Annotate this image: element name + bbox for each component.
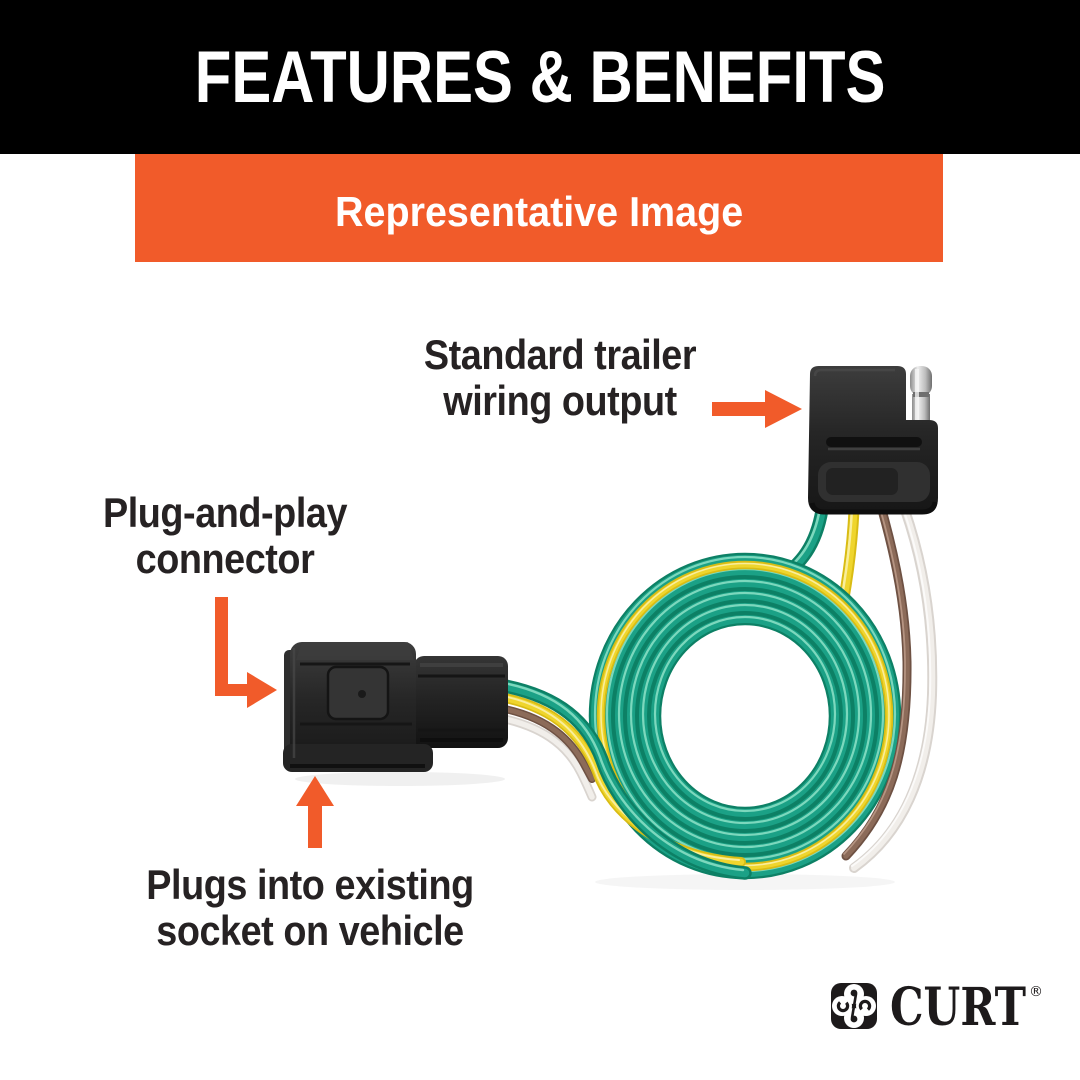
coil-shadow <box>595 874 895 890</box>
trailer-connector <box>808 366 938 515</box>
vehicle-connector <box>283 642 508 772</box>
wire-brown-right <box>841 505 912 861</box>
wiring-output-arrow <box>712 390 802 428</box>
label-plugs-into-existing-socket: Plugs into existing socket on vehicle <box>130 862 490 954</box>
label-line: Plug-and-play <box>102 489 348 536</box>
label-line: wiring output <box>443 377 677 424</box>
header-bar: FEATURES & BENEFITS <box>0 0 1080 154</box>
registered-trademark-symbol: ® <box>1029 984 1043 1000</box>
plug-connector-arrow <box>215 597 277 708</box>
wire-white-right <box>849 505 938 873</box>
label-plug-and-play-connector: Plug-and-play connector <box>45 490 405 582</box>
banner-label: Representative Image <box>334 188 744 235</box>
page-title: FEATURES & BENEFITS <box>194 36 886 118</box>
wire-bundle-left <box>498 679 752 880</box>
socket-arrow <box>296 776 334 848</box>
brand-logo: CURT ® <box>831 977 1043 1038</box>
label-line: socket on vehicle <box>156 907 464 954</box>
label-standard-trailer-wiring-output: Standard trailer wiring output <box>380 332 740 424</box>
representative-image-banner: Representative Image <box>135 154 943 262</box>
label-line: connector <box>135 535 315 582</box>
logo-wordmark: CURT <box>890 977 1026 1038</box>
label-line: Plugs into existing <box>146 861 474 908</box>
label-line: Standard trailer <box>423 331 697 378</box>
curt-clover-mark-icon <box>831 983 877 1029</box>
chrome-pin <box>910 366 932 424</box>
vehicle-connector-shadow <box>295 772 505 786</box>
